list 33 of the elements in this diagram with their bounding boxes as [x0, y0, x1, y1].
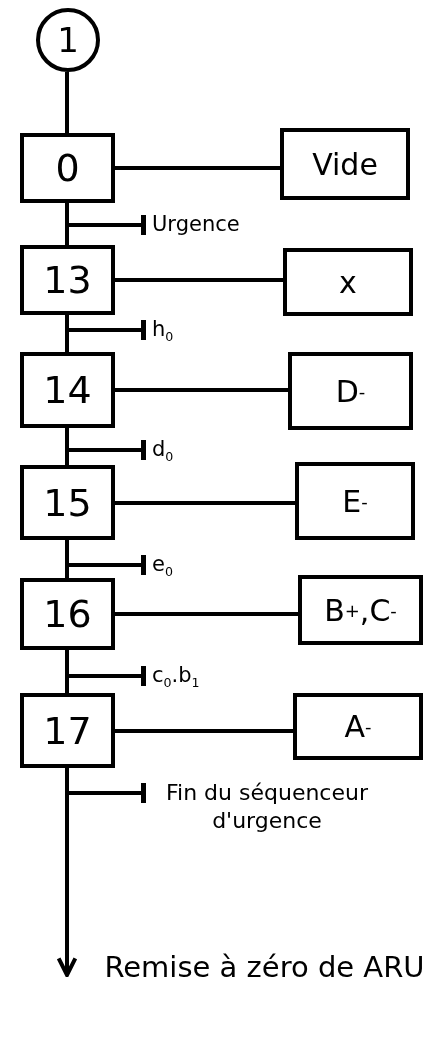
action-box: x — [283, 248, 413, 316]
action-link — [115, 612, 298, 616]
transition-condition: e$_{0}$ — [152, 551, 173, 580]
step-box: 14 — [20, 352, 115, 428]
action-link — [115, 388, 288, 392]
action-box: E$^{-}$ — [295, 462, 415, 540]
transition-condition: h$_{0}$ — [152, 316, 174, 345]
action-box: A$^{-}$ — [293, 693, 423, 760]
step-box: 15 — [20, 465, 115, 540]
link-line — [65, 428, 69, 465]
macro-step-circle: 1 — [36, 8, 100, 72]
arrow — [56, 768, 78, 977]
link-line — [65, 540, 69, 578]
action-box: D$^{-}$ — [288, 352, 413, 430]
step-box: 16 — [20, 578, 115, 650]
step-box: 13 — [20, 245, 115, 315]
action-box: Vide — [280, 128, 410, 200]
link-line — [65, 203, 69, 245]
link-line — [65, 72, 69, 133]
action-link — [115, 501, 295, 505]
transition-condition: Urgence — [152, 211, 240, 238]
link-line — [65, 315, 69, 352]
action-link — [115, 278, 283, 282]
action-link — [115, 166, 280, 170]
transition-condition: c$_{0}$.b$_{1}$ — [152, 662, 200, 691]
link-line — [65, 650, 69, 693]
output-note: Remise à zéro de ARU — [103, 949, 426, 986]
step-box: 0 — [20, 133, 115, 203]
step-box: 17 — [20, 693, 115, 768]
action-box: B$^{+}$,C$^{-}$ — [298, 575, 423, 645]
transition-condition: d$_{0}$ — [152, 436, 174, 465]
action-link — [115, 729, 293, 733]
transition-condition: Fin du séquenceur d'urgence — [165, 779, 369, 834]
